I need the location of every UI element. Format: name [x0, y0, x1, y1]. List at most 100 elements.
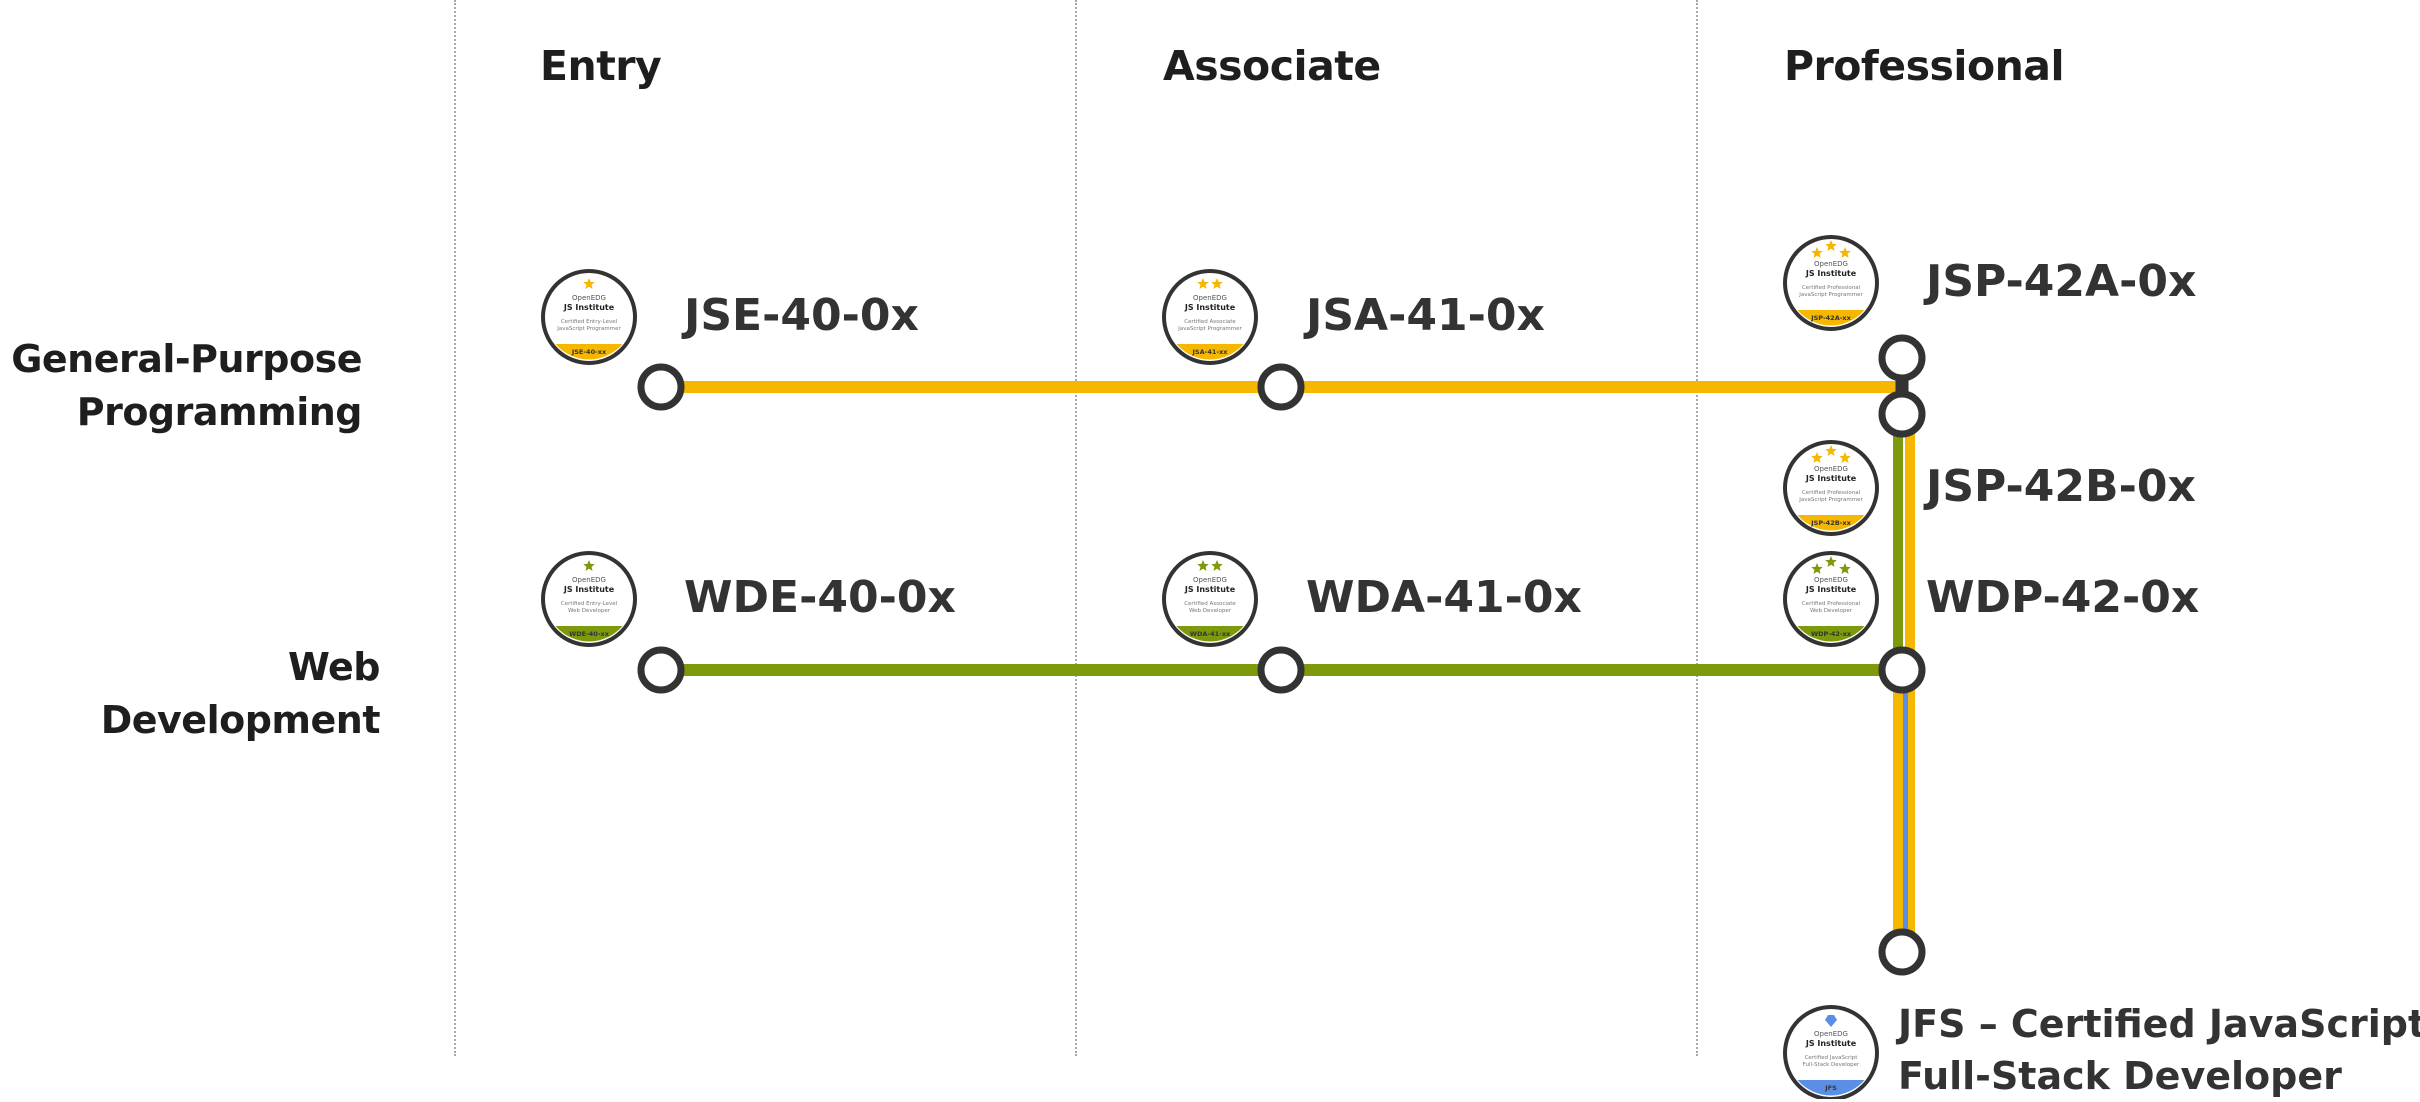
badge-desc: Certified Professional: [1802, 490, 1861, 496]
jfs-title: JFS – Certified JavaScript Full-Stack De…: [1898, 998, 2420, 1102]
star-icon: [1825, 445, 1837, 456]
badge-band-label: JSA-41-xx: [1192, 348, 1229, 356]
badge-institute: JS Institute: [1184, 303, 1236, 312]
badge-desc: Certified Professional: [1802, 601, 1861, 607]
track-label-web-development: Web Development: [0, 641, 381, 747]
badge-band: [1797, 515, 1865, 531]
badge-band-label: WDA-41-xx: [1190, 630, 1231, 638]
node-wdp: [1878, 646, 1926, 694]
badge-desc: Web Developer: [1189, 608, 1232, 614]
badge-org: OpenEDG: [1193, 576, 1227, 584]
badge-desc: Certified Entry-Level: [561, 601, 618, 607]
diamond-icon: [1825, 1015, 1837, 1027]
badge-institute: JS Institute: [1805, 585, 1857, 594]
badge-desc: Web Developer: [568, 608, 611, 614]
star-icon: [1839, 452, 1851, 463]
badge-ring: [541, 551, 637, 647]
badge-desc: JavaScript Programmer: [556, 326, 621, 332]
node-jsp-b: [1878, 390, 1926, 438]
badge-institute: JS Institute: [563, 303, 615, 312]
badge-ring: [1783, 235, 1879, 331]
level-heading-professional: Professional: [1784, 42, 2065, 90]
star-icon: [1197, 278, 1209, 289]
cert-code-wde: WDE-40-0x: [684, 572, 956, 623]
badge-institute: JS Institute: [1805, 269, 1857, 278]
badge-institute: JS Institute: [563, 585, 615, 594]
star-icon: [1197, 560, 1209, 571]
node-jse: [637, 363, 685, 411]
badge-ring: [1783, 1005, 1879, 1099]
badge-institute: JS Institute: [1184, 585, 1236, 594]
badge-ring: [1162, 551, 1258, 647]
column-divider-2: [1075, 0, 1077, 1056]
star-icon: [1839, 247, 1851, 258]
star-icon: [1839, 563, 1851, 574]
node-wda: [1257, 646, 1305, 694]
badge-band-label: JFS: [1824, 1084, 1837, 1092]
star-icon: [1211, 560, 1223, 571]
badge-ring: [1783, 551, 1879, 647]
star-icon: [1811, 563, 1823, 574]
node-jfs: [1878, 928, 1926, 976]
badge-ring: [1783, 440, 1879, 536]
badge-band: [1176, 626, 1244, 642]
star-icon: [1825, 556, 1837, 567]
badge-org: OpenEDG: [572, 294, 606, 302]
badge-band-label: JSE-40-xx: [571, 348, 607, 356]
badge-desc: Certified Associate: [1184, 601, 1236, 607]
track-label-line: Web Development: [100, 645, 381, 742]
badge-band: [1797, 1080, 1865, 1096]
cert-code-jse: JSE-40-0x: [684, 290, 919, 341]
column-divider-1: [454, 0, 456, 1056]
badge-desc: Certified Entry-Level: [561, 319, 618, 325]
badge-band: [555, 626, 623, 642]
badge-desc: Web Developer: [1810, 608, 1853, 614]
badge-institute: JS Institute: [1805, 1039, 1857, 1048]
badge-ring: [541, 269, 637, 365]
badge-desc: JavaScript Programmer: [1177, 326, 1242, 332]
badge-org: OpenEDG: [1814, 465, 1848, 473]
badge-desc: Certified Professional: [1802, 285, 1861, 291]
jfs-title-line: Full-Stack Developer: [1898, 1054, 2342, 1098]
badge-desc: JavaScript Programmer: [1798, 292, 1863, 298]
level-heading-associate: Associate: [1163, 42, 1381, 90]
node-jsp-a: [1878, 334, 1926, 382]
badge-band: [1797, 310, 1865, 326]
cert-code-wda: WDA-41-0x: [1306, 572, 1582, 623]
track-label-general-purpose: General-Purpose Programming: [11, 333, 362, 439]
track-label-line: General-Purpose: [11, 337, 362, 381]
cert-code-jsp-a: JSP-42A-0x: [1926, 256, 2197, 307]
badge-org: OpenEDG: [1814, 1030, 1848, 1038]
star-icon: [1211, 278, 1223, 289]
badge-institute: JS Institute: [1805, 474, 1857, 483]
badge-band: [555, 344, 623, 360]
badge-desc: Certified JavaScript: [1805, 1055, 1859, 1061]
badge-desc: JavaScript Programmer: [1798, 497, 1863, 503]
badge-band-label: JSP-42A-xx: [1810, 314, 1851, 322]
star-icon: [583, 278, 595, 289]
track-label-line: Programming: [76, 390, 363, 434]
node-wde: [637, 646, 685, 694]
badge-ring: [1162, 269, 1258, 365]
badge-desc: Full-Stack Developer: [1803, 1062, 1860, 1068]
star-icon: [1811, 247, 1823, 258]
jfs-title-line: JFS – Certified JavaScript: [1898, 1002, 2420, 1046]
star-icon: [1825, 240, 1837, 251]
column-divider-3: [1696, 0, 1698, 1056]
badge-org: OpenEDG: [1193, 294, 1227, 302]
cert-code-jsp-b: JSP-42B-0x: [1926, 461, 2196, 512]
badge-band: [1797, 626, 1865, 642]
star-icon: [1811, 452, 1823, 463]
badge-org: OpenEDG: [1814, 576, 1848, 584]
node-jsa: [1257, 363, 1305, 411]
badge-org: OpenEDG: [572, 576, 606, 584]
